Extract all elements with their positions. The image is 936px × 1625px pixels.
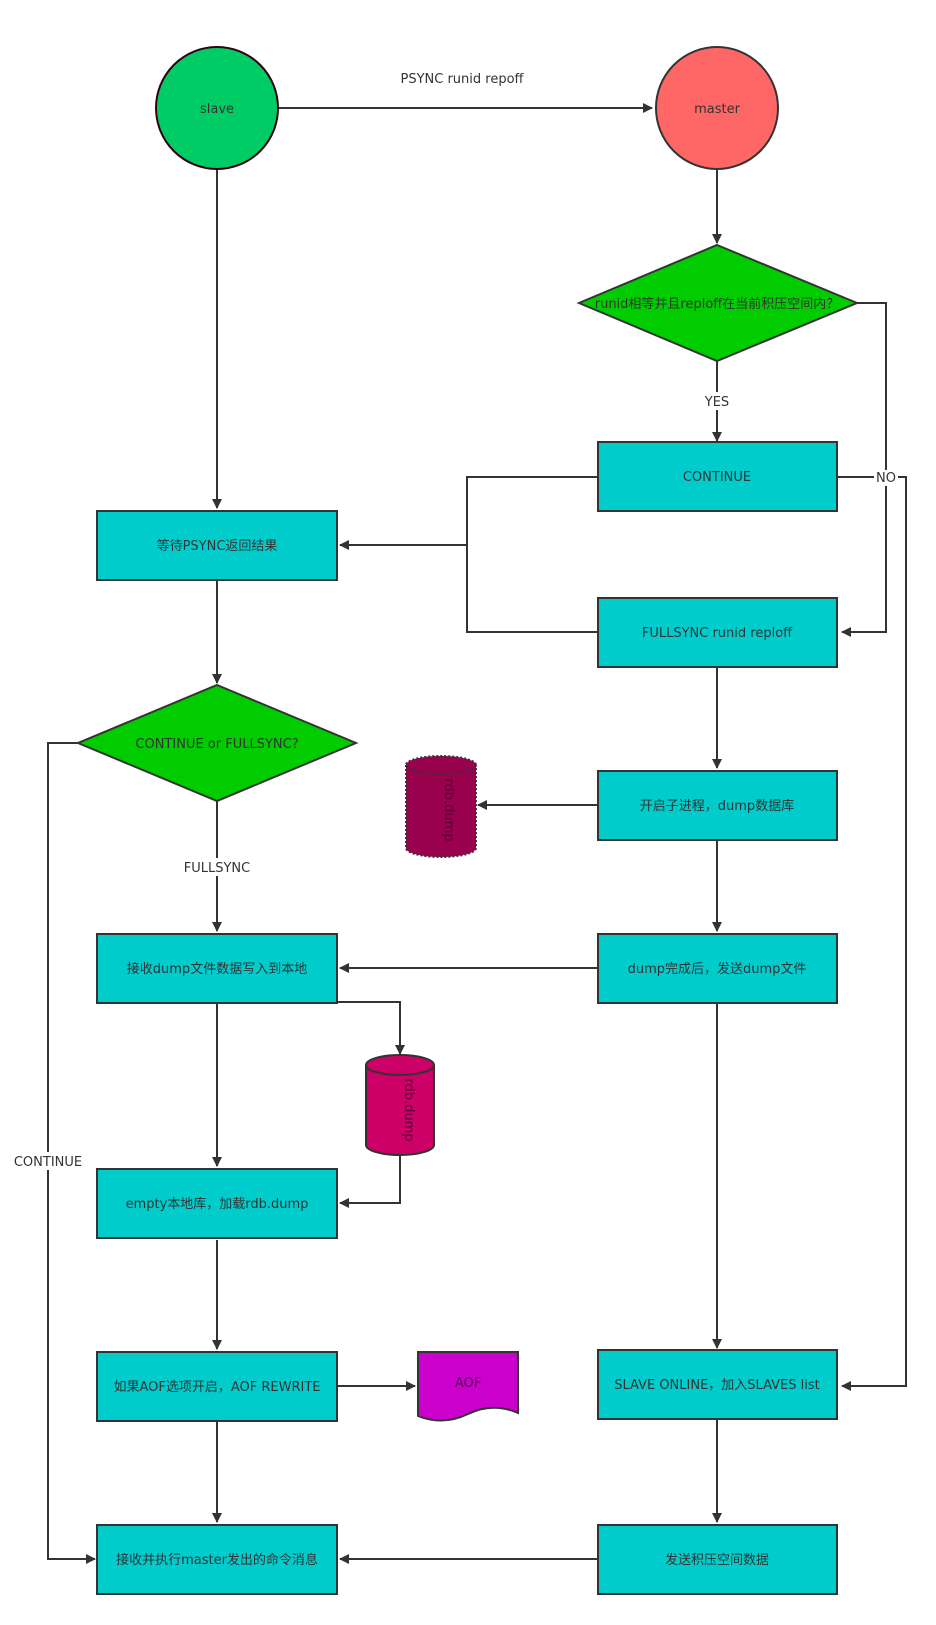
edge-rdb-to-load — [339, 1155, 401, 1208]
process-continue-label: CONTINUE — [683, 470, 751, 485]
datastore-rdb: rdb.dump — [365, 1054, 435, 1156]
edge-decision-continue-to-exec — [47, 742, 96, 1564]
process-continue: CONTINUE — [597, 441, 838, 512]
process-aof-rewrite-label: 如果AOF选项开启，AOF REWRITE — [113, 1379, 320, 1395]
process-exec-commands: 接收并执行master发出的命令消息 — [96, 1524, 338, 1595]
process-slave-online: SLAVE ONLINE，加入SLAVES list — [597, 1349, 838, 1420]
edge-recv-to-rdb — [337, 1001, 405, 1055]
decision-continue-or-fullsync: CONTINUE or FULLSYNC? — [75, 683, 359, 803]
edge-label-no: NO — [876, 471, 896, 486]
node-master-label: master — [694, 102, 740, 117]
edge-continue-to-wait — [466, 476, 598, 633]
edge-labels: PSYNC runid repoff YES NO FULLSYNC CONTI… — [14, 72, 898, 1170]
decision-runid-reploff-label: runid相等并且reploff在当前积压空间内？ — [595, 296, 840, 312]
process-send-dump-label: dump完成后，发送dump文件 — [628, 961, 807, 977]
edge-label-continue: CONTINUE — [14, 1155, 82, 1170]
process-fullsync: FULLSYNC runid reploff — [597, 597, 838, 668]
process-fullsync-label: FULLSYNC runid reploff — [642, 626, 793, 641]
document-aof: AOF — [417, 1351, 519, 1422]
process-recv-dump: 接收dump文件数据写入到本地 — [96, 933, 338, 1004]
process-fork-dump-label: 开启子进程，dump数据库 — [640, 798, 794, 814]
edge-decision-no-to-fullsync — [841, 302, 887, 637]
process-slave-online-label: SLAVE ONLINE，加入SLAVES list — [614, 1378, 820, 1393]
edge-label-fullsync: FULLSYNC — [184, 861, 250, 876]
process-send-dump: dump完成后，发送dump文件 — [597, 933, 838, 1004]
edge-continue-to-slave-online — [837, 476, 907, 1391]
process-exec-commands-label: 接收并执行master发出的命令消息 — [116, 1552, 318, 1568]
process-fork-dump: 开启子进程，dump数据库 — [597, 770, 838, 841]
node-slave-label: slave — [200, 102, 234, 117]
process-aof-rewrite: 如果AOF选项开启，AOF REWRITE — [96, 1351, 338, 1422]
process-send-backlog: 发送积压空间数据 — [597, 1524, 838, 1595]
datastore-rdb-temp: rdb.dump — [405, 755, 477, 858]
edge-label-yes: YES — [704, 395, 729, 410]
decision-runid-reploff: runid相等并且reploff在当前积压空间内？ — [576, 243, 860, 363]
node-slave: slave — [155, 46, 279, 170]
process-wait-psync-label: 等待PSYNC返回结果 — [157, 538, 278, 554]
process-load-rdb-label: empty本地库，加载rdb.dump — [126, 1196, 309, 1212]
process-send-backlog-label: 发送积压空间数据 — [665, 1552, 769, 1568]
decision-continue-or-fullsync-label: CONTINUE or FULLSYNC? — [135, 737, 298, 752]
datastore-rdb-label: rdb.dump — [401, 1078, 416, 1141]
datastore-rdb-temp-label: rdb.dump — [441, 778, 456, 841]
edge-label-psync: PSYNC runid repoff — [400, 72, 524, 87]
document-aof-label: AOF — [455, 1376, 481, 1391]
node-master: master — [655, 46, 779, 170]
process-wait-psync: 等待PSYNC返回结果 — [96, 510, 338, 581]
process-recv-dump-label: 接收dump文件数据写入到本地 — [127, 961, 307, 977]
process-load-rdb: empty本地库，加载rdb.dump — [96, 1168, 338, 1239]
